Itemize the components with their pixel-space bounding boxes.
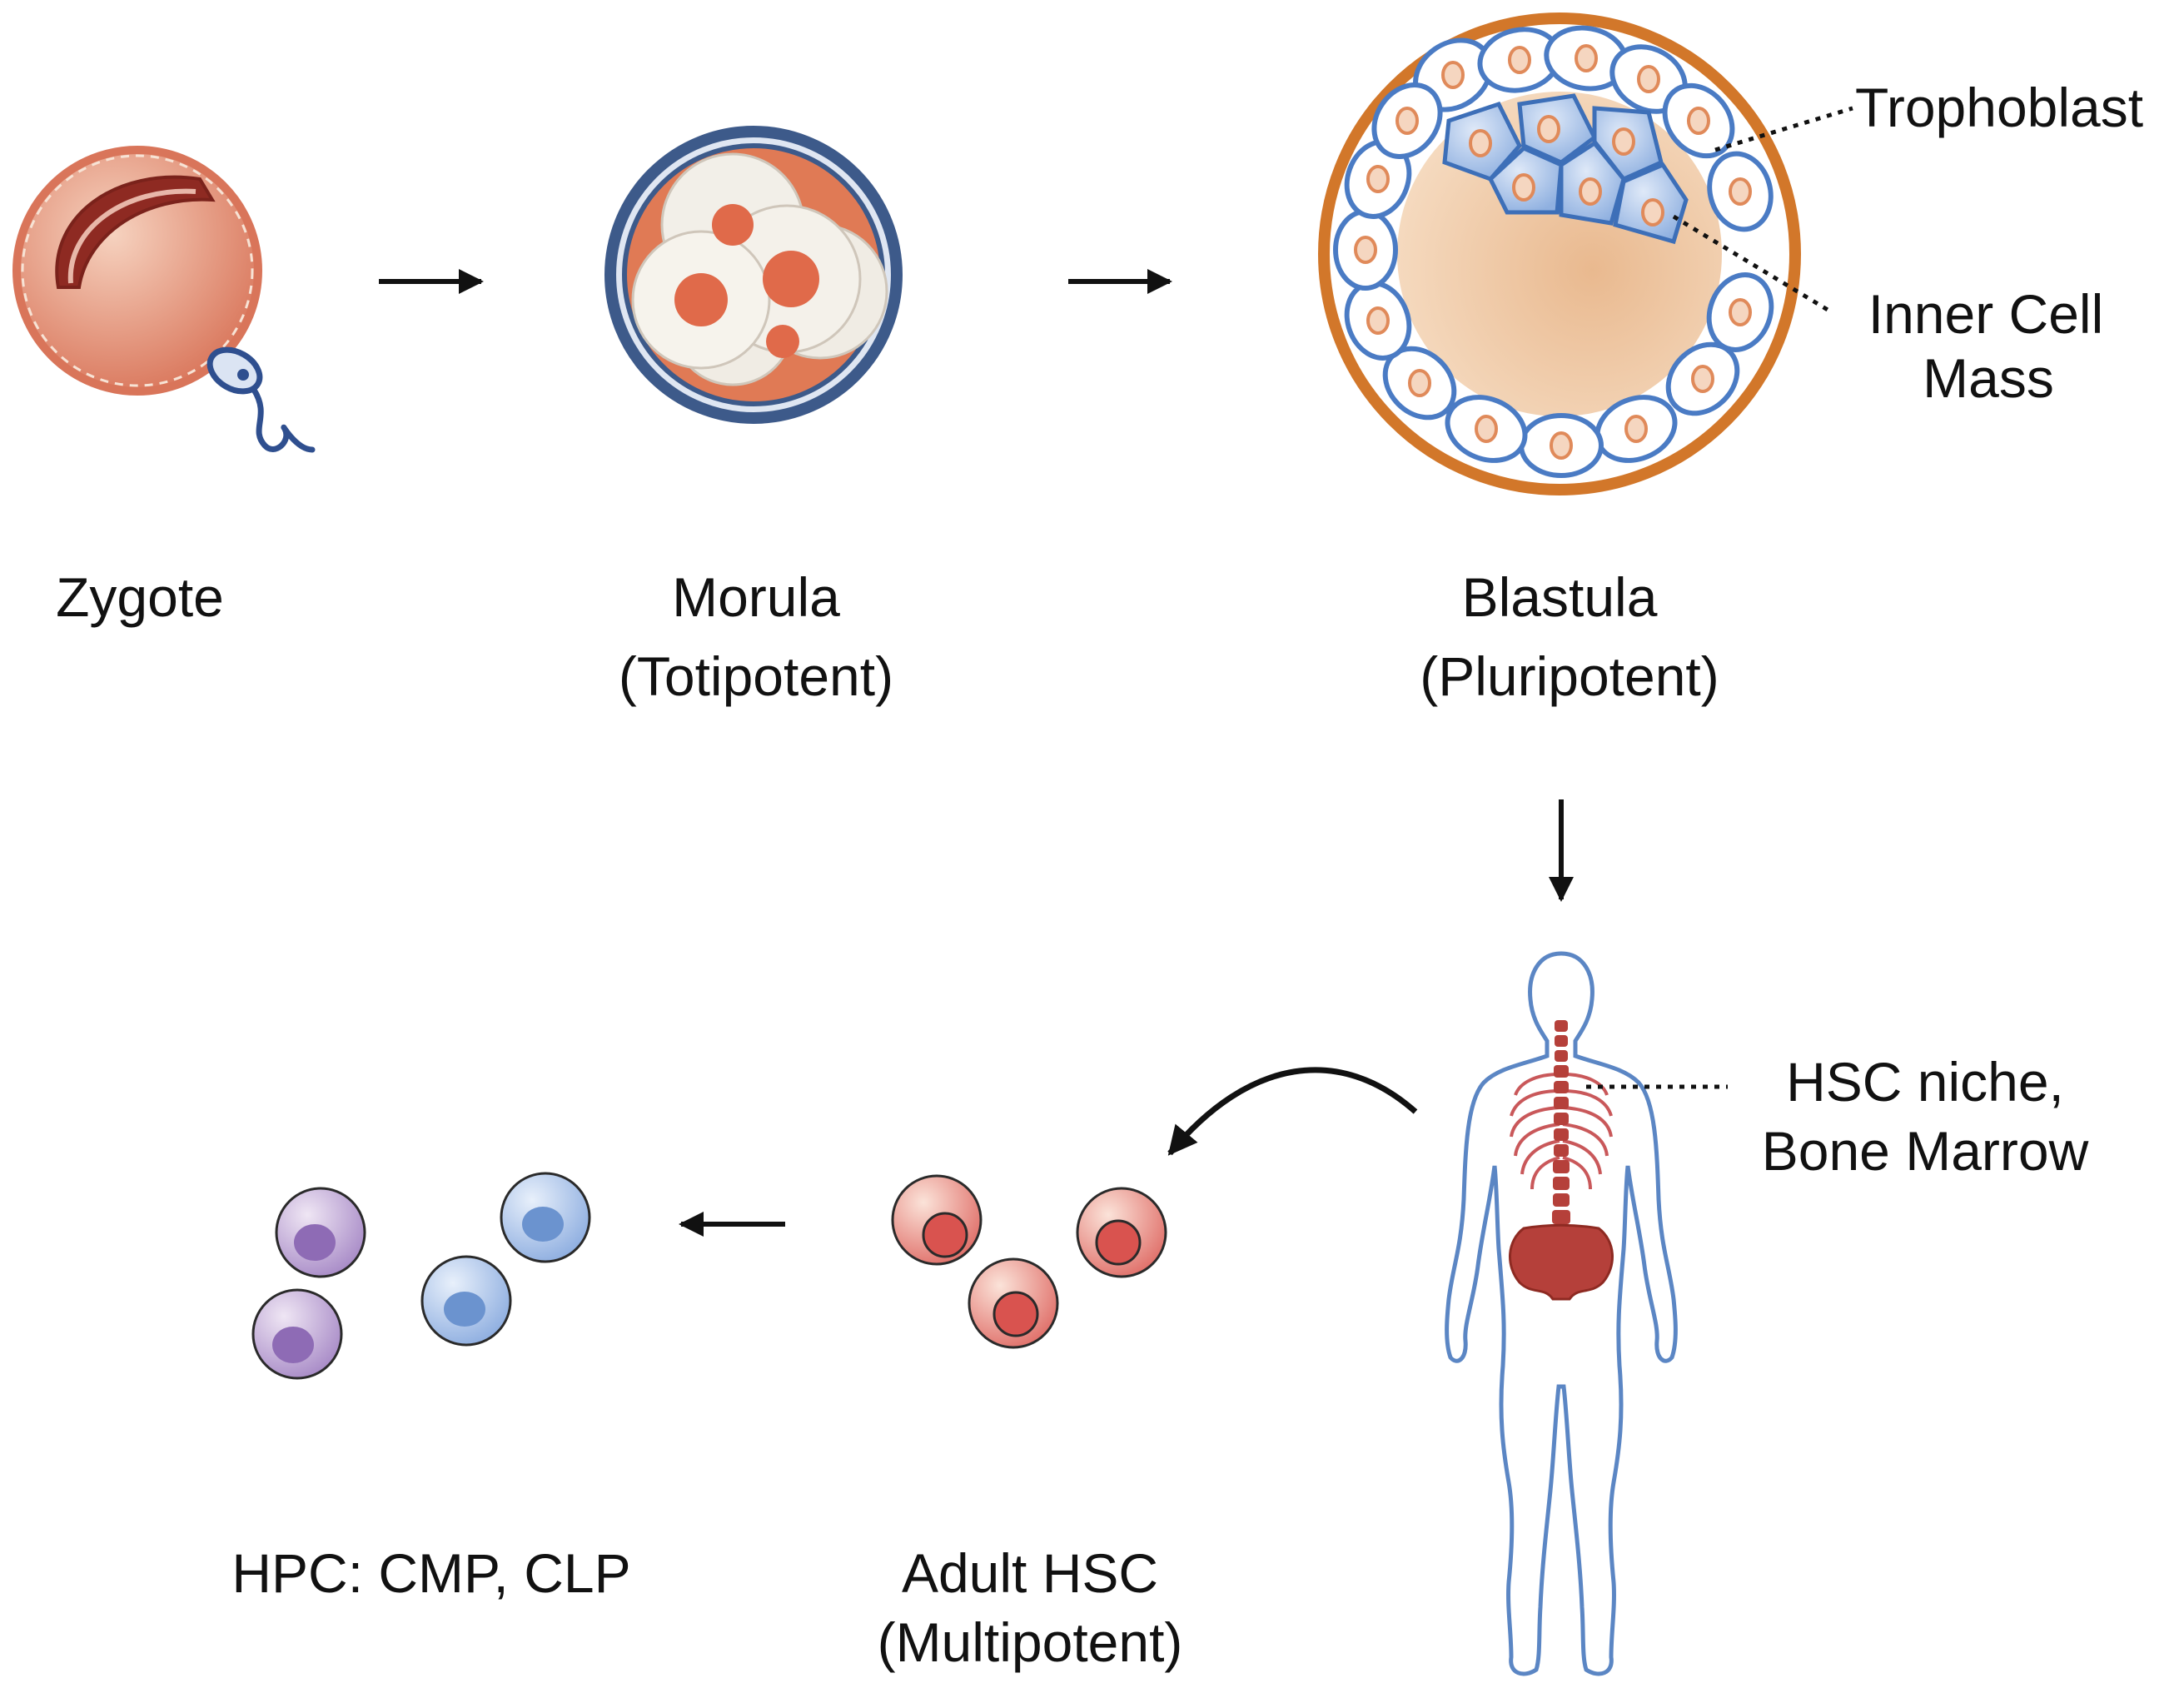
trophoblast-leader-line <box>1714 106 1853 152</box>
blastula-illustration <box>1318 12 1853 495</box>
inner-cell-mass-label-line1: Inner Cell <box>1868 283 2103 345</box>
adult-hsc-cells <box>891 1174 1167 1349</box>
body-outline <box>1445 951 1678 1676</box>
niche-label-line1: HSC niche, <box>1786 1051 2064 1113</box>
spine-icon <box>1552 1020 1570 1224</box>
icm-leader-line <box>1672 214 1833 315</box>
zygote-membrane <box>12 146 262 396</box>
inner-cell-mass-label-line2: Mass <box>1923 347 2054 409</box>
hpc-cells <box>251 1172 591 1380</box>
human-body-illustration <box>1445 951 1728 1676</box>
adult-hsc-potency-label: (Multipotent) <box>878 1611 1183 1673</box>
pelvis-icon <box>1509 1223 1614 1301</box>
zygote-label: Zygote <box>56 566 224 628</box>
niche-label-line2: Bone Marrow <box>1762 1120 2089 1182</box>
adult-hsc-label: Adult HSC <box>902 1542 1158 1604</box>
ribcage-icon <box>1510 1073 1613 1190</box>
blastula-label: Blastula <box>1462 566 1658 628</box>
morula-label: Morula <box>672 566 840 628</box>
zygote-illustration <box>12 146 316 453</box>
arrow-body-to-adult-hsc <box>1167 1067 1418 1156</box>
morula-potency-label: (Totipotent) <box>619 645 893 707</box>
blastula-potency-label: (Pluripotent) <box>1420 645 1719 707</box>
sperm-icon <box>206 346 316 453</box>
trophoblast-cells <box>1333 25 1774 478</box>
hpc-label: HPC: CMP, CLP <box>231 1542 630 1604</box>
trophoblast-label: Trophoblast <box>1855 77 2143 138</box>
zygote-pronucleus <box>55 175 216 289</box>
morula-illustration <box>604 126 903 424</box>
